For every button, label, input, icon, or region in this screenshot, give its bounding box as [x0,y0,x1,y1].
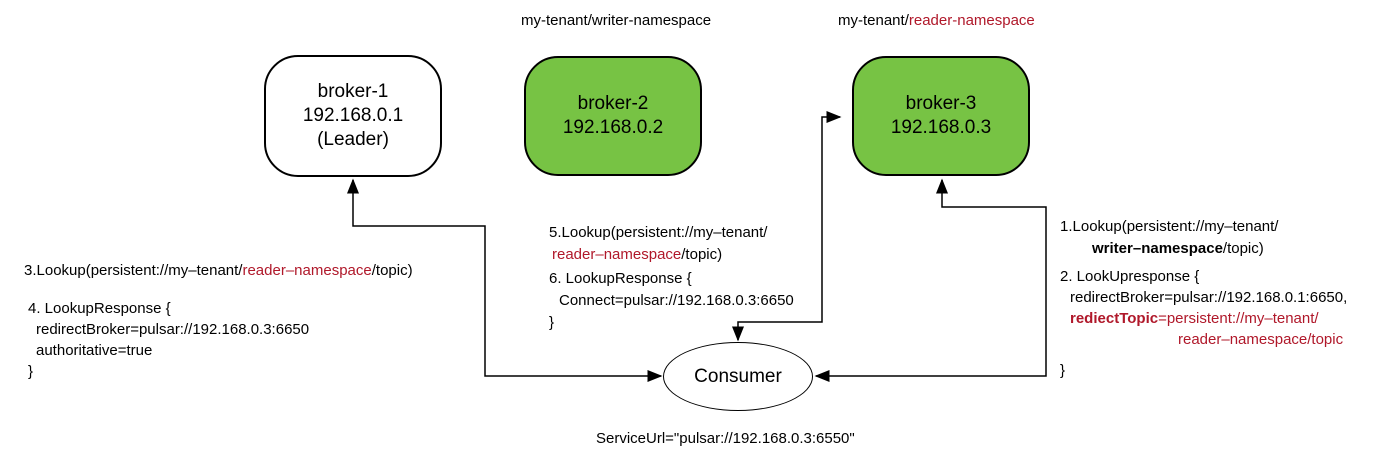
broker-3-name: broker-3 [905,93,977,114]
step2-redirect-topic-key: rediectTopic [1070,310,1159,327]
step6-line3: } [549,314,555,331]
broker-2-ip: 192.168.0.2 [562,117,664,138]
step2-line1: 2. LookUpresponse { [1060,268,1200,285]
step5-suffix: /topic) [681,246,723,263]
step5-line1: 5.Lookup(persistent://my–tenant/ [549,224,768,241]
step3-prefix: 3.Lookup(persistent://my–tenant/ [24,262,243,279]
step4-line2: redirectBroker=pulsar://192.168.0.3:6650 [36,321,310,338]
step5-namespace: reader–namespace [552,246,682,263]
step4-line1: 4. LookupResponse { [28,300,171,317]
broker-1-ip: 192.168.0.1 [302,105,404,126]
reader-namespace-label: my-tenant/reader-namespace [838,12,1035,29]
broker-3-ip: 192.168.0.3 [890,117,992,138]
path-consumer-broker1 [347,178,663,382]
step2-line2: redirectBroker=pulsar://192.168.0.1:6650… [1070,289,1348,306]
writer-namespace-label: my-tenant/writer-namespace [521,12,711,29]
step4-line4: } [28,363,34,380]
step1-line1: 1.Lookup(persistent://my–tenant/ [1060,218,1279,235]
step5-lookup: 5.Lookup(persistent://my–tenant/ reader–… [549,222,767,266]
consumer-node: Consumer [663,342,813,411]
step2-redirect-topic-value: =persistent://my–tenant/ [1158,310,1319,327]
broker-1-role: (Leader) [317,129,389,150]
step3-suffix: /topic) [371,262,413,279]
step3-lookup: 3.Lookup(persistent://my–tenant/reader–n… [24,262,413,279]
reader-namespace-prefix: my-tenant/ [838,12,909,29]
step6-response: 6. LookupResponse { Connect=pulsar://192… [549,268,794,334]
step1-namespace: writer–namespace [1092,240,1223,257]
step2-response: 2. LookUpresponse { redirectBroker=pulsa… [1060,266,1347,381]
reader-namespace-suffix: reader-namespace [908,12,1035,29]
step1-lookup: 1.Lookup(persistent://my–tenant/ writer–… [1060,216,1278,260]
path-consumer-broker3-right [814,178,1047,382]
step1-suffix: /topic) [1222,240,1264,257]
consumer-label: Consumer [694,365,782,387]
service-url: ServiceUrl="pulsar://192.168.0.3:6550" [596,430,855,447]
broker-1-name: broker-1 [317,81,389,102]
step2-line5: } [1060,362,1066,379]
step6-line2: Connect=pulsar://192.168.0.3:6650 [559,292,794,309]
writer-namespace-text: my-tenant/writer-namespace [521,12,712,29]
broker-3: broker-3 192.168.0.3 [852,56,1030,176]
step4-line3: authoritative=true [36,342,153,359]
broker-2: broker-2 192.168.0.2 [524,56,702,176]
step2-line4: reader–namespace/topic [1178,331,1344,348]
broker-1: broker-1 192.168.0.1 (Leader) [264,55,442,177]
broker-2-name: broker-2 [577,93,649,114]
step6-line1: 6. LookupResponse { [549,270,692,287]
service-url-text: ServiceUrl="pulsar://192.168.0.3:6550" [596,430,855,447]
step3-namespace: reader–namespace [242,262,372,279]
step4-response: 4. LookupResponse { redirectBroker=pulsa… [28,298,309,382]
